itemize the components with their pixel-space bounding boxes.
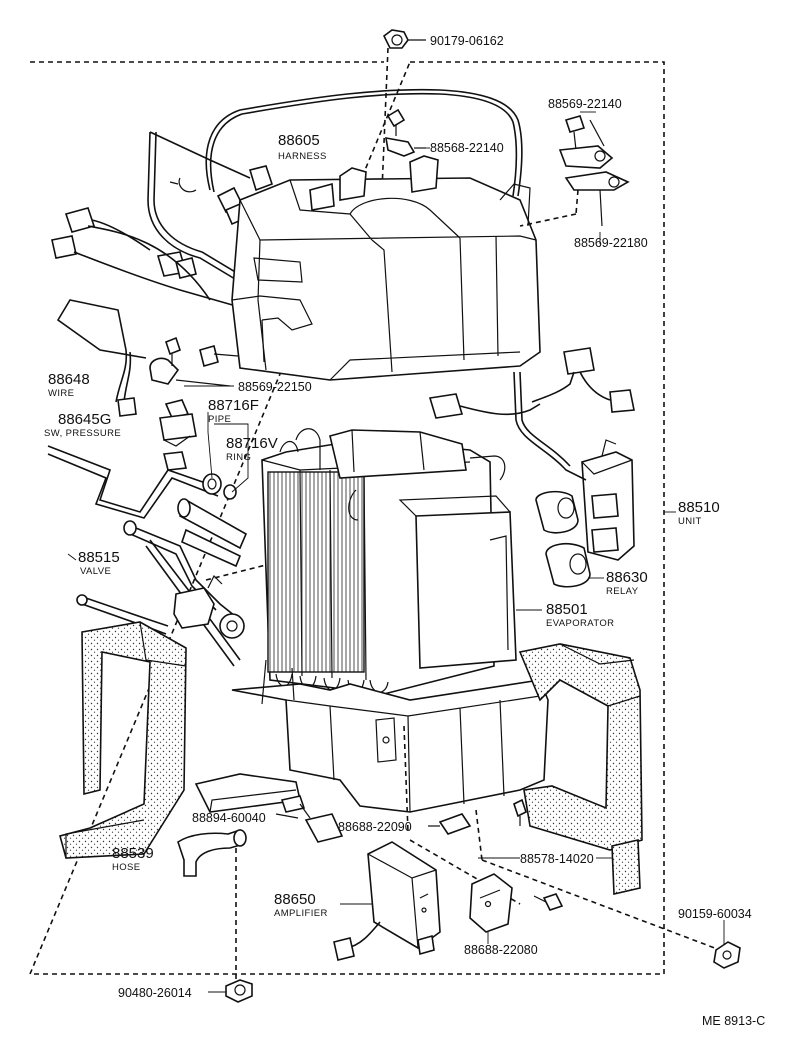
label-88605: 88605 bbox=[278, 132, 320, 149]
label-90480: 90480-26014 bbox=[118, 986, 192, 1000]
hose-88539-drawing bbox=[177, 828, 247, 982]
label-88605-name: HARNESS bbox=[278, 151, 327, 162]
seal-left-drawing bbox=[59, 621, 187, 859]
label-88716v: 88716V bbox=[226, 435, 278, 452]
label-88630-name: RELAY bbox=[606, 586, 639, 597]
label-88650: 88650 bbox=[274, 891, 316, 908]
label-88539: 88539 bbox=[112, 845, 154, 862]
label-88501-name: EVAPORATOR bbox=[546, 618, 614, 629]
bracket-88569-22140-icon bbox=[558, 115, 614, 169]
label-88501: 88501 bbox=[546, 601, 588, 618]
label-88510: 88510 bbox=[678, 499, 720, 516]
label-88650-name: AMPLIFIER bbox=[274, 908, 328, 919]
label-88688-22090: 88688-22090 bbox=[338, 820, 412, 834]
label-88716f: 88716F bbox=[208, 397, 259, 414]
label-88539-name: HOSE bbox=[112, 862, 141, 873]
bracket-88569-22180-icon bbox=[519, 171, 630, 227]
amplifier-88650-drawing bbox=[333, 841, 441, 961]
clip-88568-icon bbox=[385, 108, 426, 157]
pipe-long-drawing bbox=[123, 498, 248, 667]
leader-lines bbox=[67, 111, 725, 993]
wire-88648-drawing bbox=[56, 299, 239, 417]
harness-88605-drawing bbox=[51, 88, 523, 311]
label-88568: 88568-22140 bbox=[430, 141, 504, 155]
label-90179: 90179-06162 bbox=[430, 34, 504, 48]
bracket-88688-22090-icon bbox=[403, 725, 721, 951]
evaporator-88501-drawing bbox=[261, 428, 517, 695]
label-88510-name: UNIT bbox=[678, 516, 702, 527]
label-88688-22080: 88688-22080 bbox=[464, 943, 538, 957]
unit-boundary-box bbox=[28, 61, 665, 975]
nut-90179-icon bbox=[381, 29, 426, 191]
bracket-88894-icon bbox=[275, 795, 344, 843]
label-88648-name: WIRE bbox=[48, 388, 74, 399]
case-lower-drawing bbox=[194, 659, 549, 813]
valve-88515-drawing bbox=[76, 553, 311, 639]
label-88630: 88630 bbox=[606, 569, 648, 586]
label-88894: 88894-60040 bbox=[192, 811, 266, 825]
label-88569-22140: 88569-22140 bbox=[548, 97, 622, 111]
blower-case-upper bbox=[231, 155, 541, 381]
seal-right-drawing bbox=[518, 643, 643, 851]
pressure-switch-88645g-icon bbox=[159, 399, 197, 447]
grommet-90480-icon bbox=[225, 979, 253, 1003]
pipe-88716f-drawing bbox=[47, 445, 237, 519]
harness-right-connectors bbox=[428, 347, 635, 481]
label-88645g-name: SW, PRESSURE bbox=[44, 428, 121, 439]
label-88648: 88648 bbox=[48, 371, 90, 388]
label-88569-22150: 88569-22150 bbox=[238, 380, 312, 394]
label-90159: 90159-60034 bbox=[678, 907, 752, 921]
label-88515-name: VALVE bbox=[80, 566, 111, 577]
bolt-90159-icon bbox=[713, 941, 741, 969]
filter-88578-icon bbox=[611, 839, 641, 895]
reference-code: ME 8913-C bbox=[702, 1014, 765, 1028]
label-88569-22180: 88569-22180 bbox=[574, 236, 648, 250]
label-88578: 88578-14020 bbox=[520, 852, 594, 866]
bracket-88688-22080-icon bbox=[469, 873, 564, 933]
label-88716f-name: PIPE bbox=[208, 414, 231, 425]
relay-88630-drawing bbox=[535, 439, 635, 588]
label-88645g: 88645G bbox=[58, 411, 111, 428]
label-88515: 88515 bbox=[78, 549, 120, 566]
part-labels: 90179-06162 88569-22140 88605 HARNESS 88… bbox=[44, 34, 765, 1028]
label-88716v-name: RING bbox=[226, 452, 251, 463]
